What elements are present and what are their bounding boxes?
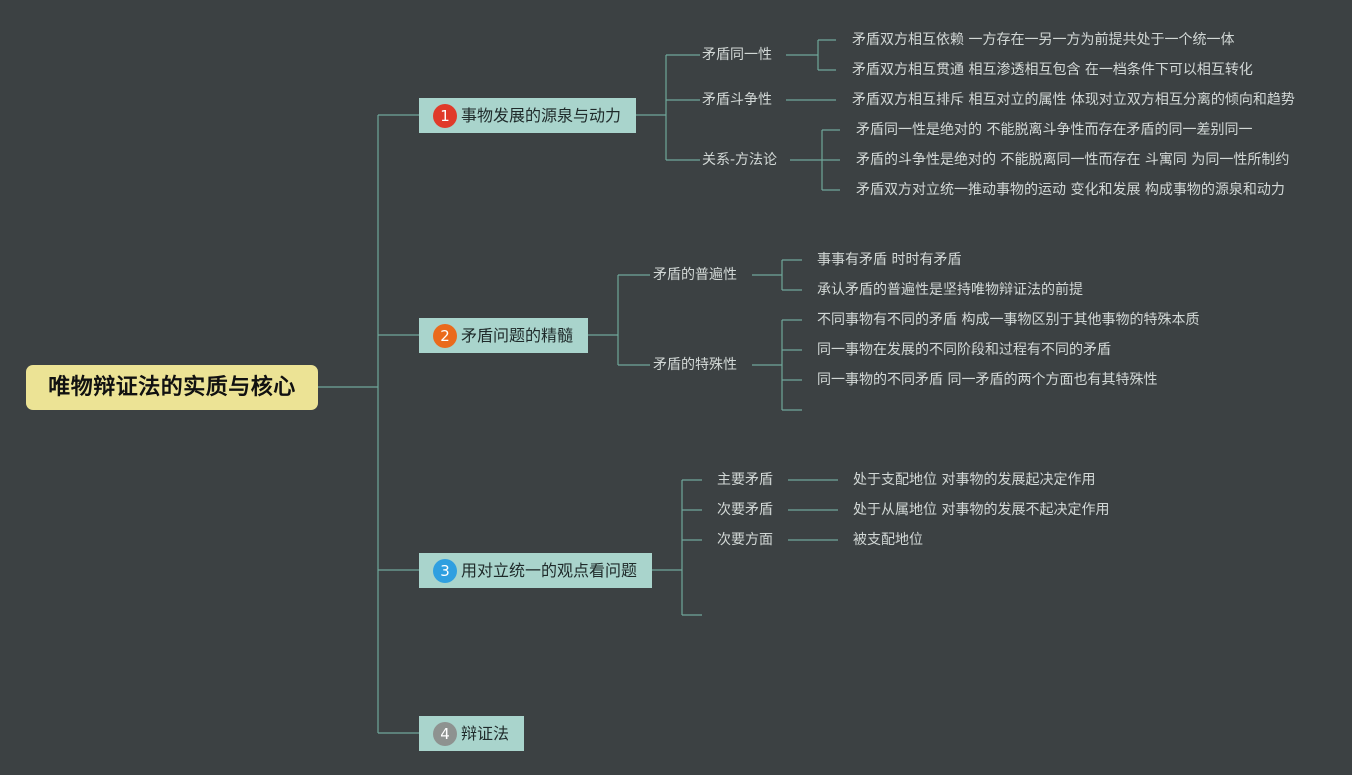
branch-1-child-2-leaf-1[interactable]: 矛盾双方相互排斥 相互对立的属性 体现对立双方相互分离的倾向和趋势 — [852, 92, 1295, 108]
branch-3-child-1-leaf-1[interactable]: 处于支配地位 对事物的发展起决定作用 — [853, 472, 1096, 488]
branch-2-child-1-leaf-1[interactable]: 事事有矛盾 时时有矛盾 — [817, 252, 962, 268]
branch-2-label: 矛盾问题的精髓 — [461, 326, 574, 345]
branch-1-child-2[interactable]: 矛盾斗争性 — [702, 92, 772, 108]
branch-2-child-2-leaf-3[interactable]: 同一事物的不同矛盾 同一矛盾的两个方面也有其特殊性 — [817, 372, 1158, 388]
branch-3-child-1[interactable]: 主要矛盾 — [717, 472, 773, 488]
branch-3-child-2-leaf-1[interactable]: 处于从属地位 对事物的发展不起决定作用 — [853, 502, 1110, 518]
branch-3-label: 用对立统一的观点看问题 — [461, 561, 638, 580]
number-3-badge-icon: 3 — [433, 558, 457, 583]
branch-2-child-2[interactable]: 矛盾的特殊性 — [653, 357, 737, 373]
branch-4-label: 辩证法 — [461, 724, 510, 743]
branch-1-child-1-leaf-1[interactable]: 矛盾双方相互依赖 一方存在一另一方为前提共处于一个统一体 — [852, 32, 1235, 48]
number-1-badge-icon: 1 — [433, 103, 457, 128]
branch-3-child-2[interactable]: 次要矛盾 — [717, 502, 773, 518]
branch-2-child-1[interactable]: 矛盾的普遍性 — [653, 267, 737, 283]
branch-3-child-3[interactable]: 次要方面 — [717, 532, 773, 548]
branch-1-child-1[interactable]: 矛盾同一性 — [702, 47, 772, 63]
branch-1-child-3[interactable]: 关系-方法论 — [702, 152, 778, 168]
root-topic[interactable]: 唯物辩证法的实质与核心 — [26, 365, 318, 410]
number-4-badge-icon: 4 — [433, 721, 457, 746]
branch-1-child-3-leaf-2[interactable]: 矛盾的斗争性是绝对的 不能脱离同一性而存在 斗寓同 为同一性所制约 — [856, 152, 1290, 168]
branch-1-label: 事物发展的源泉与动力 — [461, 106, 622, 125]
branch-1-child-1-leaf-2[interactable]: 矛盾双方相互贯通 相互渗透相互包含 在一档条件下可以相互转化 — [852, 62, 1253, 78]
branch-1-child-3-leaf-1[interactable]: 矛盾同一性是绝对的 不能脱离斗争性而存在矛盾的同一差别同一 — [856, 122, 1253, 138]
branch-2-child-1-leaf-2[interactable]: 承认矛盾的普遍性是坚持唯物辩证法的前提 — [817, 282, 1083, 298]
branch-2-child-2-leaf-1[interactable]: 不同事物有不同的矛盾 构成一事物区别于其他事物的特殊本质 — [817, 312, 1200, 328]
number-2-badge-icon: 2 — [433, 323, 457, 348]
branch-3-child-3-leaf-1[interactable]: 被支配地位 — [853, 532, 923, 548]
branch-1-child-3-leaf-3[interactable]: 矛盾双方对立统一推动事物的运动 变化和发展 构成事物的源泉和动力 — [856, 182, 1285, 198]
branch-2-child-2-leaf-2[interactable]: 同一事物在发展的不同阶段和过程有不同的矛盾 — [817, 342, 1111, 358]
